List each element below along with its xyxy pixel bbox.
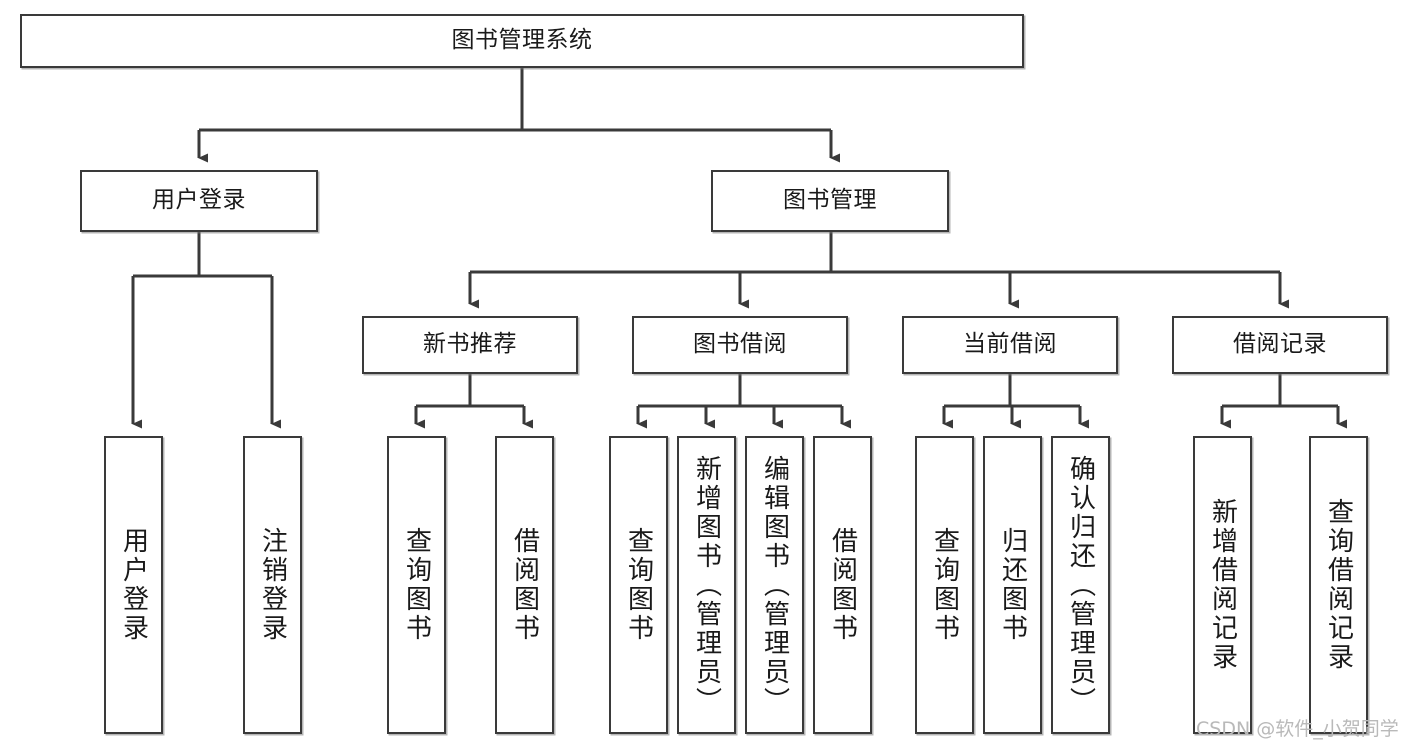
leaf-add-book-admin[interactable]: 新增图书（管理员） [677, 436, 736, 734]
leaf-user-login[interactable]: 用户登录 [104, 436, 163, 734]
node-label: 查询图书 [401, 527, 432, 643]
node-current-borrowing[interactable]: 当前借阅 [902, 316, 1118, 374]
node-label: 编辑图书（管理员） [759, 454, 790, 716]
node-label: 查询图书 [929, 527, 960, 643]
leaf-edit-book-admin[interactable]: 编辑图书（管理员） [745, 436, 804, 734]
node-label: 借阅记录 [1233, 331, 1327, 358]
node-label: 新增图书（管理员） [691, 454, 722, 716]
node-label: 图书管理 [783, 187, 877, 214]
leaf-query-borrow-record[interactable]: 查询借阅记录 [1309, 436, 1368, 734]
leaf-logout[interactable]: 注销登录 [243, 436, 302, 734]
node-user-login[interactable]: 用户登录 [80, 170, 318, 232]
leaf-return-book[interactable]: 归还图书 [983, 436, 1042, 734]
node-label: 当前借阅 [963, 331, 1057, 358]
node-label: 借阅图书 [827, 527, 858, 643]
node-label: 新书推荐 [423, 331, 517, 358]
node-label: 图书管理系统 [451, 27, 593, 54]
node-label: 查询借阅记录 [1323, 498, 1354, 672]
node-new-book-recommendation[interactable]: 新书推荐 [362, 316, 578, 374]
leaf-query-book-borrowing[interactable]: 查询图书 [609, 436, 668, 734]
leaf-query-book-new-book[interactable]: 查询图书 [387, 436, 446, 734]
node-book-management[interactable]: 图书管理 [711, 170, 949, 232]
node-label: 归还图书 [997, 527, 1028, 643]
node-borrowing-record[interactable]: 借阅记录 [1172, 316, 1388, 374]
leaf-confirm-return-admin[interactable]: 确认归还（管理员） [1051, 436, 1110, 734]
node-label: 新增借阅记录 [1207, 498, 1238, 672]
node-root-book-management-system[interactable]: 图书管理系统 [20, 14, 1024, 68]
node-label: 用户登录 [118, 527, 149, 643]
node-label: 确认归还（管理员） [1065, 454, 1096, 716]
leaf-borrow-book-new-book[interactable]: 借阅图书 [495, 436, 554, 734]
leaf-query-book-current[interactable]: 查询图书 [915, 436, 974, 734]
leaf-borrow-book-borrowing[interactable]: 借阅图书 [813, 436, 872, 734]
node-label: 注销登录 [257, 527, 288, 643]
node-book-borrowing[interactable]: 图书借阅 [632, 316, 848, 374]
node-label: 图书借阅 [693, 331, 787, 358]
csdn-watermark: CSDN @软件_小贺同学 [1196, 718, 1399, 740]
node-label: 查询图书 [623, 527, 654, 643]
node-label: 用户登录 [152, 187, 246, 214]
leaf-add-borrow-record[interactable]: 新增借阅记录 [1193, 436, 1252, 734]
node-label: 借阅图书 [509, 527, 540, 643]
